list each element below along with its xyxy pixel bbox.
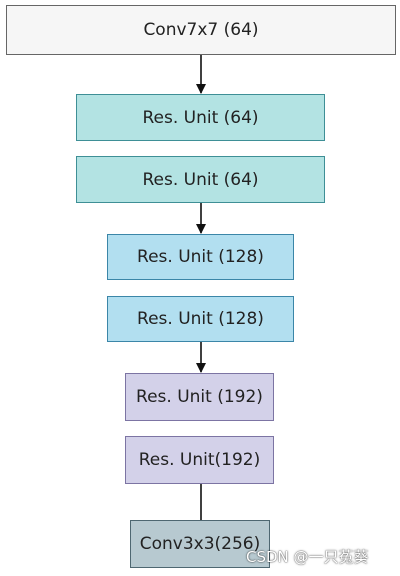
- node-label: Res. Unit (64): [142, 107, 259, 128]
- node-res-unit-64-a: Res. Unit (64): [76, 94, 325, 141]
- node-res-unit-64-b: Res. Unit (64): [76, 156, 325, 203]
- node-label: Res. Unit (128): [137, 309, 264, 329]
- node-label: Conv7x7 (64): [143, 20, 259, 40]
- node-label: Conv3x3(256): [139, 534, 261, 554]
- node-label: Res. Unit (192): [136, 387, 263, 407]
- node-res-unit-128-b: Res. Unit (128): [107, 296, 294, 342]
- node-res-unit-128-a: Res. Unit (128): [107, 234, 294, 280]
- watermark-text: CSDN @一只菟葵: [246, 548, 369, 566]
- node-label: Res. Unit(192): [138, 450, 261, 470]
- node-res-unit-192-b: Res. Unit(192): [125, 436, 274, 484]
- node-conv7x7: Conv7x7 (64): [6, 5, 396, 55]
- node-res-unit-192-a: Res. Unit (192): [125, 373, 274, 421]
- node-label: Res. Unit (64): [142, 169, 259, 190]
- node-label: Res. Unit (128): [137, 247, 264, 267]
- node-conv3x3: Conv3x3(256): [130, 520, 270, 568]
